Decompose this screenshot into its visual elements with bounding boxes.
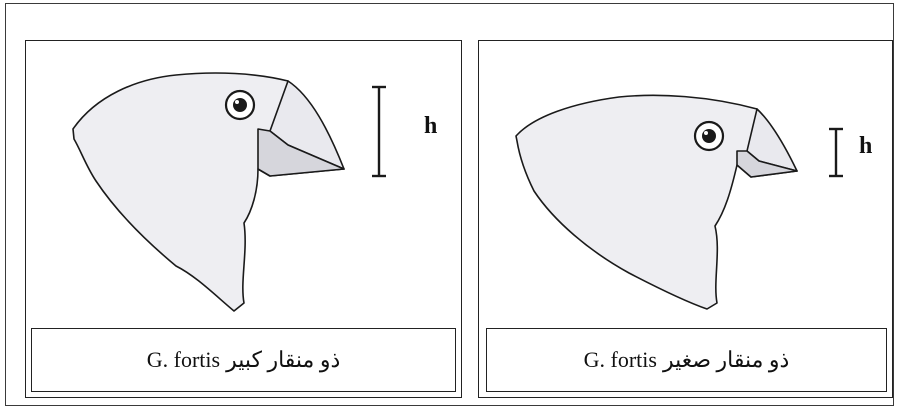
eye-highlight bbox=[704, 131, 708, 135]
caption-species: G. fortis bbox=[583, 347, 657, 372]
height-bracket bbox=[829, 127, 843, 178]
large-beak-bird-head bbox=[72, 72, 386, 312]
height-bracket bbox=[372, 85, 386, 178]
panel-large-beak: h G. fortis ذو منقار كبير bbox=[25, 40, 462, 398]
caption-arabic: ذو منقار كبير bbox=[226, 347, 341, 372]
lower-beak bbox=[736, 150, 798, 178]
caption-large-beak: G. fortis ذو منقار كبير bbox=[31, 328, 456, 392]
caption-small-beak: G. fortis ذو منقار صغير bbox=[486, 328, 887, 392]
small-beak-bird-head bbox=[515, 94, 843, 310]
height-label: h bbox=[424, 113, 438, 139]
bird-head-outline bbox=[515, 94, 798, 310]
eye-pupil bbox=[233, 98, 247, 112]
lower-beak bbox=[257, 128, 345, 177]
figure-frame bbox=[5, 3, 894, 406]
panel-small-beak: h G. fortis ذو منقار صغير bbox=[478, 40, 893, 398]
height-label: h bbox=[859, 133, 873, 159]
eye-highlight bbox=[235, 100, 239, 104]
caption-arabic: ذو منقار صغير bbox=[662, 347, 790, 372]
eye-pupil bbox=[702, 129, 716, 143]
caption-species: G. fortis bbox=[146, 347, 221, 372]
